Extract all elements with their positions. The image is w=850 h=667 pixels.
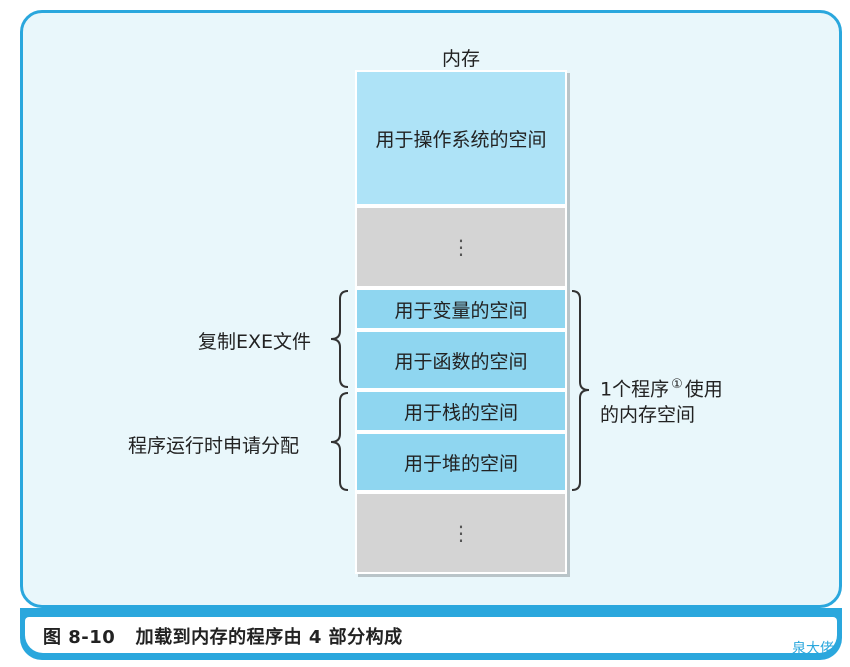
heap-space-label: 用于堆的空间 <box>403 452 518 475</box>
unused-block-top: ⋮ <box>355 206 567 288</box>
memory-title: 内存 <box>441 48 480 70</box>
stack-space-block: 用于栈的空间 <box>355 390 567 432</box>
os-space-label: 用于操作系统的空间 <box>375 128 547 151</box>
brace-copy-exe <box>330 290 349 388</box>
caption-bar: 图 8-10 加载到内存的程序由 4 部分构成 <box>20 608 842 660</box>
heap-space-block: 用于堆的空间 <box>355 432 567 492</box>
function-space-block: 用于函数的空间 <box>355 330 567 390</box>
footnote-mark: ① <box>671 377 683 392</box>
brace-program-usage <box>571 290 590 491</box>
copy-exe-label: 复制EXE文件 <box>198 331 312 353</box>
stack-space-label: 用于栈的空间 <box>403 401 518 424</box>
function-space-label: 用于函数的空间 <box>394 350 528 373</box>
runtime-alloc-label: 程序运行时申请分配 <box>128 435 300 457</box>
unused-block-bottom: ⋮ <box>355 492 567 574</box>
figure-caption: 图 8-10 加载到内存的程序由 4 部分构成 <box>43 627 403 648</box>
caption-box: 图 8-10 加载到内存的程序由 4 部分构成 <box>25 617 837 653</box>
program-usage-line2: 的内存空间 <box>600 404 696 427</box>
memory-stack: 用于操作系统的空间 ⋮ 用于变量的空间 用于函数的空间 用于栈的空间 用于堆的空… <box>355 70 567 574</box>
watermark: 泉大佬 <box>792 641 834 657</box>
variable-space-label: 用于变量的空间 <box>394 299 528 322</box>
brace-runtime-alloc <box>330 392 349 491</box>
variable-space-block: 用于变量的空间 <box>355 288 567 330</box>
os-space-block: 用于操作系统的空间 <box>355 70 567 206</box>
ellipsis-top: ⋮ <box>451 235 471 259</box>
ellipsis-bottom: ⋮ <box>451 521 471 545</box>
